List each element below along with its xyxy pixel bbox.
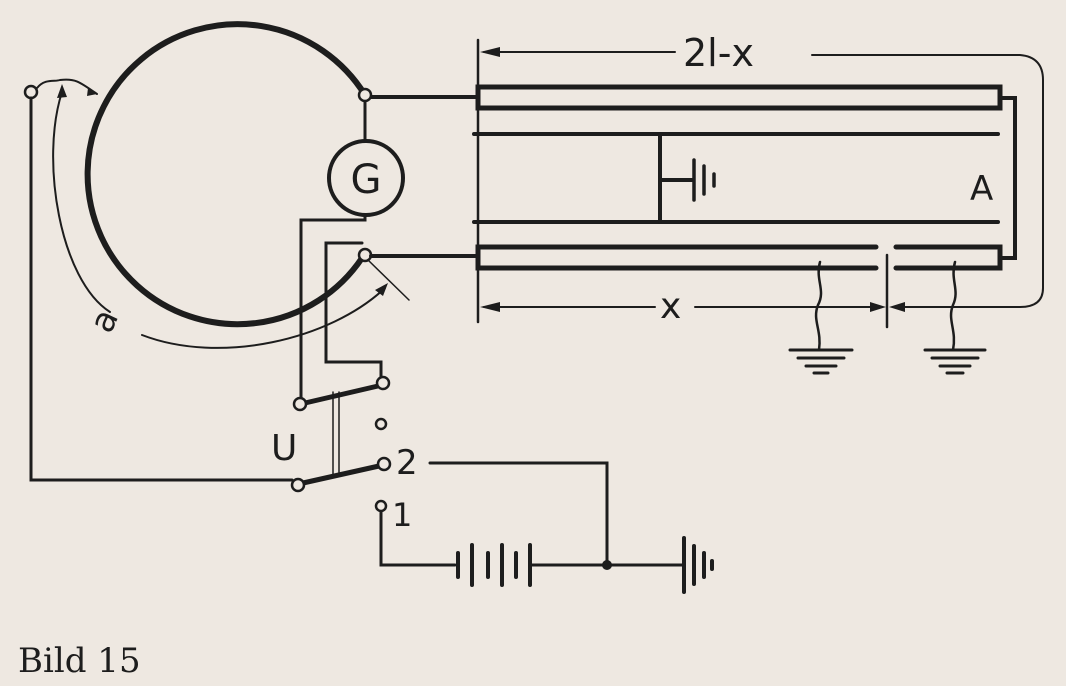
switch-blade-lower [300,463,382,486]
ground-icon [923,348,987,375]
conductor-bottom-right [893,244,1003,271]
figure-caption: Bild 15 [18,641,141,681]
contact-2-label: 2 [396,443,418,483]
wire-contact-2 [428,461,609,567]
bridge-lead [324,241,383,380]
left-terminal [23,84,39,100]
contact-1-label: 1 [392,496,412,534]
conductor-bottom-left [475,244,879,271]
switch-contact [375,375,391,391]
dimension-top-label: 2l-x [683,31,754,75]
arrowhead [57,84,388,296]
switch-contact [292,396,308,412]
slider-wire [36,78,98,95]
contact-arrow [367,259,410,301]
conductor-top [475,84,1003,111]
dimension-top-line [483,51,1044,308]
switch-label: U [271,428,297,469]
top-node [357,87,373,103]
battery [456,543,532,587]
switch-contact-2 [376,456,392,472]
far-end-link [998,96,1017,260]
galvanometer-lead [299,213,367,400]
sheath-ground [658,132,694,224]
switch-contact [290,477,306,493]
bottom-node [357,247,373,263]
junction-dot [602,560,612,570]
switch-coupling [332,391,340,476]
galvanometer-label: G [351,157,382,203]
fault-resistance [814,260,823,352]
slide-wire-circle [84,21,368,328]
switch-contact [374,417,388,431]
ground-icon [692,158,716,202]
fault-resistance [949,260,957,352]
switch-contact-1 [374,499,388,513]
switch-blade-upper [302,383,381,406]
arc-dimension-a [52,91,111,313]
left-wire [29,96,294,482]
ground-icon [788,348,854,375]
dimension-bottom-label: x [660,286,681,327]
far-end-label: A [970,169,993,209]
ground-icon [682,536,714,594]
arc-dimension-a-lower [141,287,386,349]
